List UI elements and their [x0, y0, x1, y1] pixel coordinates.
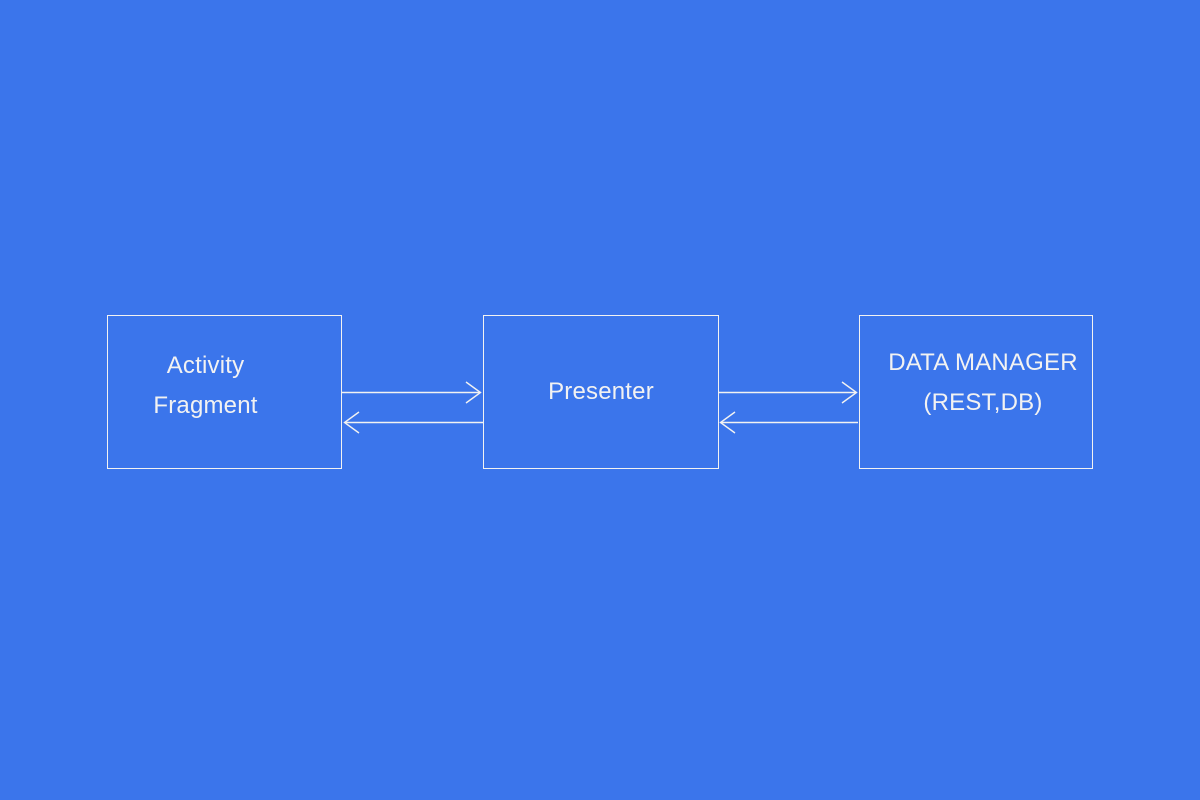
node-activity-fragment: Activity Fragment	[107, 315, 342, 469]
arrow-presenter-to-data-manager	[719, 381, 858, 404]
node-label-line: (REST,DB)	[923, 389, 1043, 416]
node-data-manager: DATA MANAGER (REST,DB)	[859, 315, 1093, 469]
node-label-line: Activity	[166, 352, 245, 379]
node-data-manager-label: DATA MANAGER (REST,DB)	[888, 343, 1078, 423]
node-label-line: Fragment	[153, 392, 258, 419]
node-label-line: Presenter	[548, 378, 654, 405]
node-activity-fragment-label: Activity Fragment	[153, 346, 257, 426]
arrow-presenter-to-view	[343, 411, 483, 434]
node-label-line: DATA MANAGER	[888, 349, 1078, 376]
node-presenter-label: Presenter	[548, 372, 654, 412]
arrow-view-to-presenter	[342, 381, 482, 404]
node-presenter: Presenter	[483, 315, 719, 469]
arrow-data-manager-to-presenter	[719, 411, 858, 434]
